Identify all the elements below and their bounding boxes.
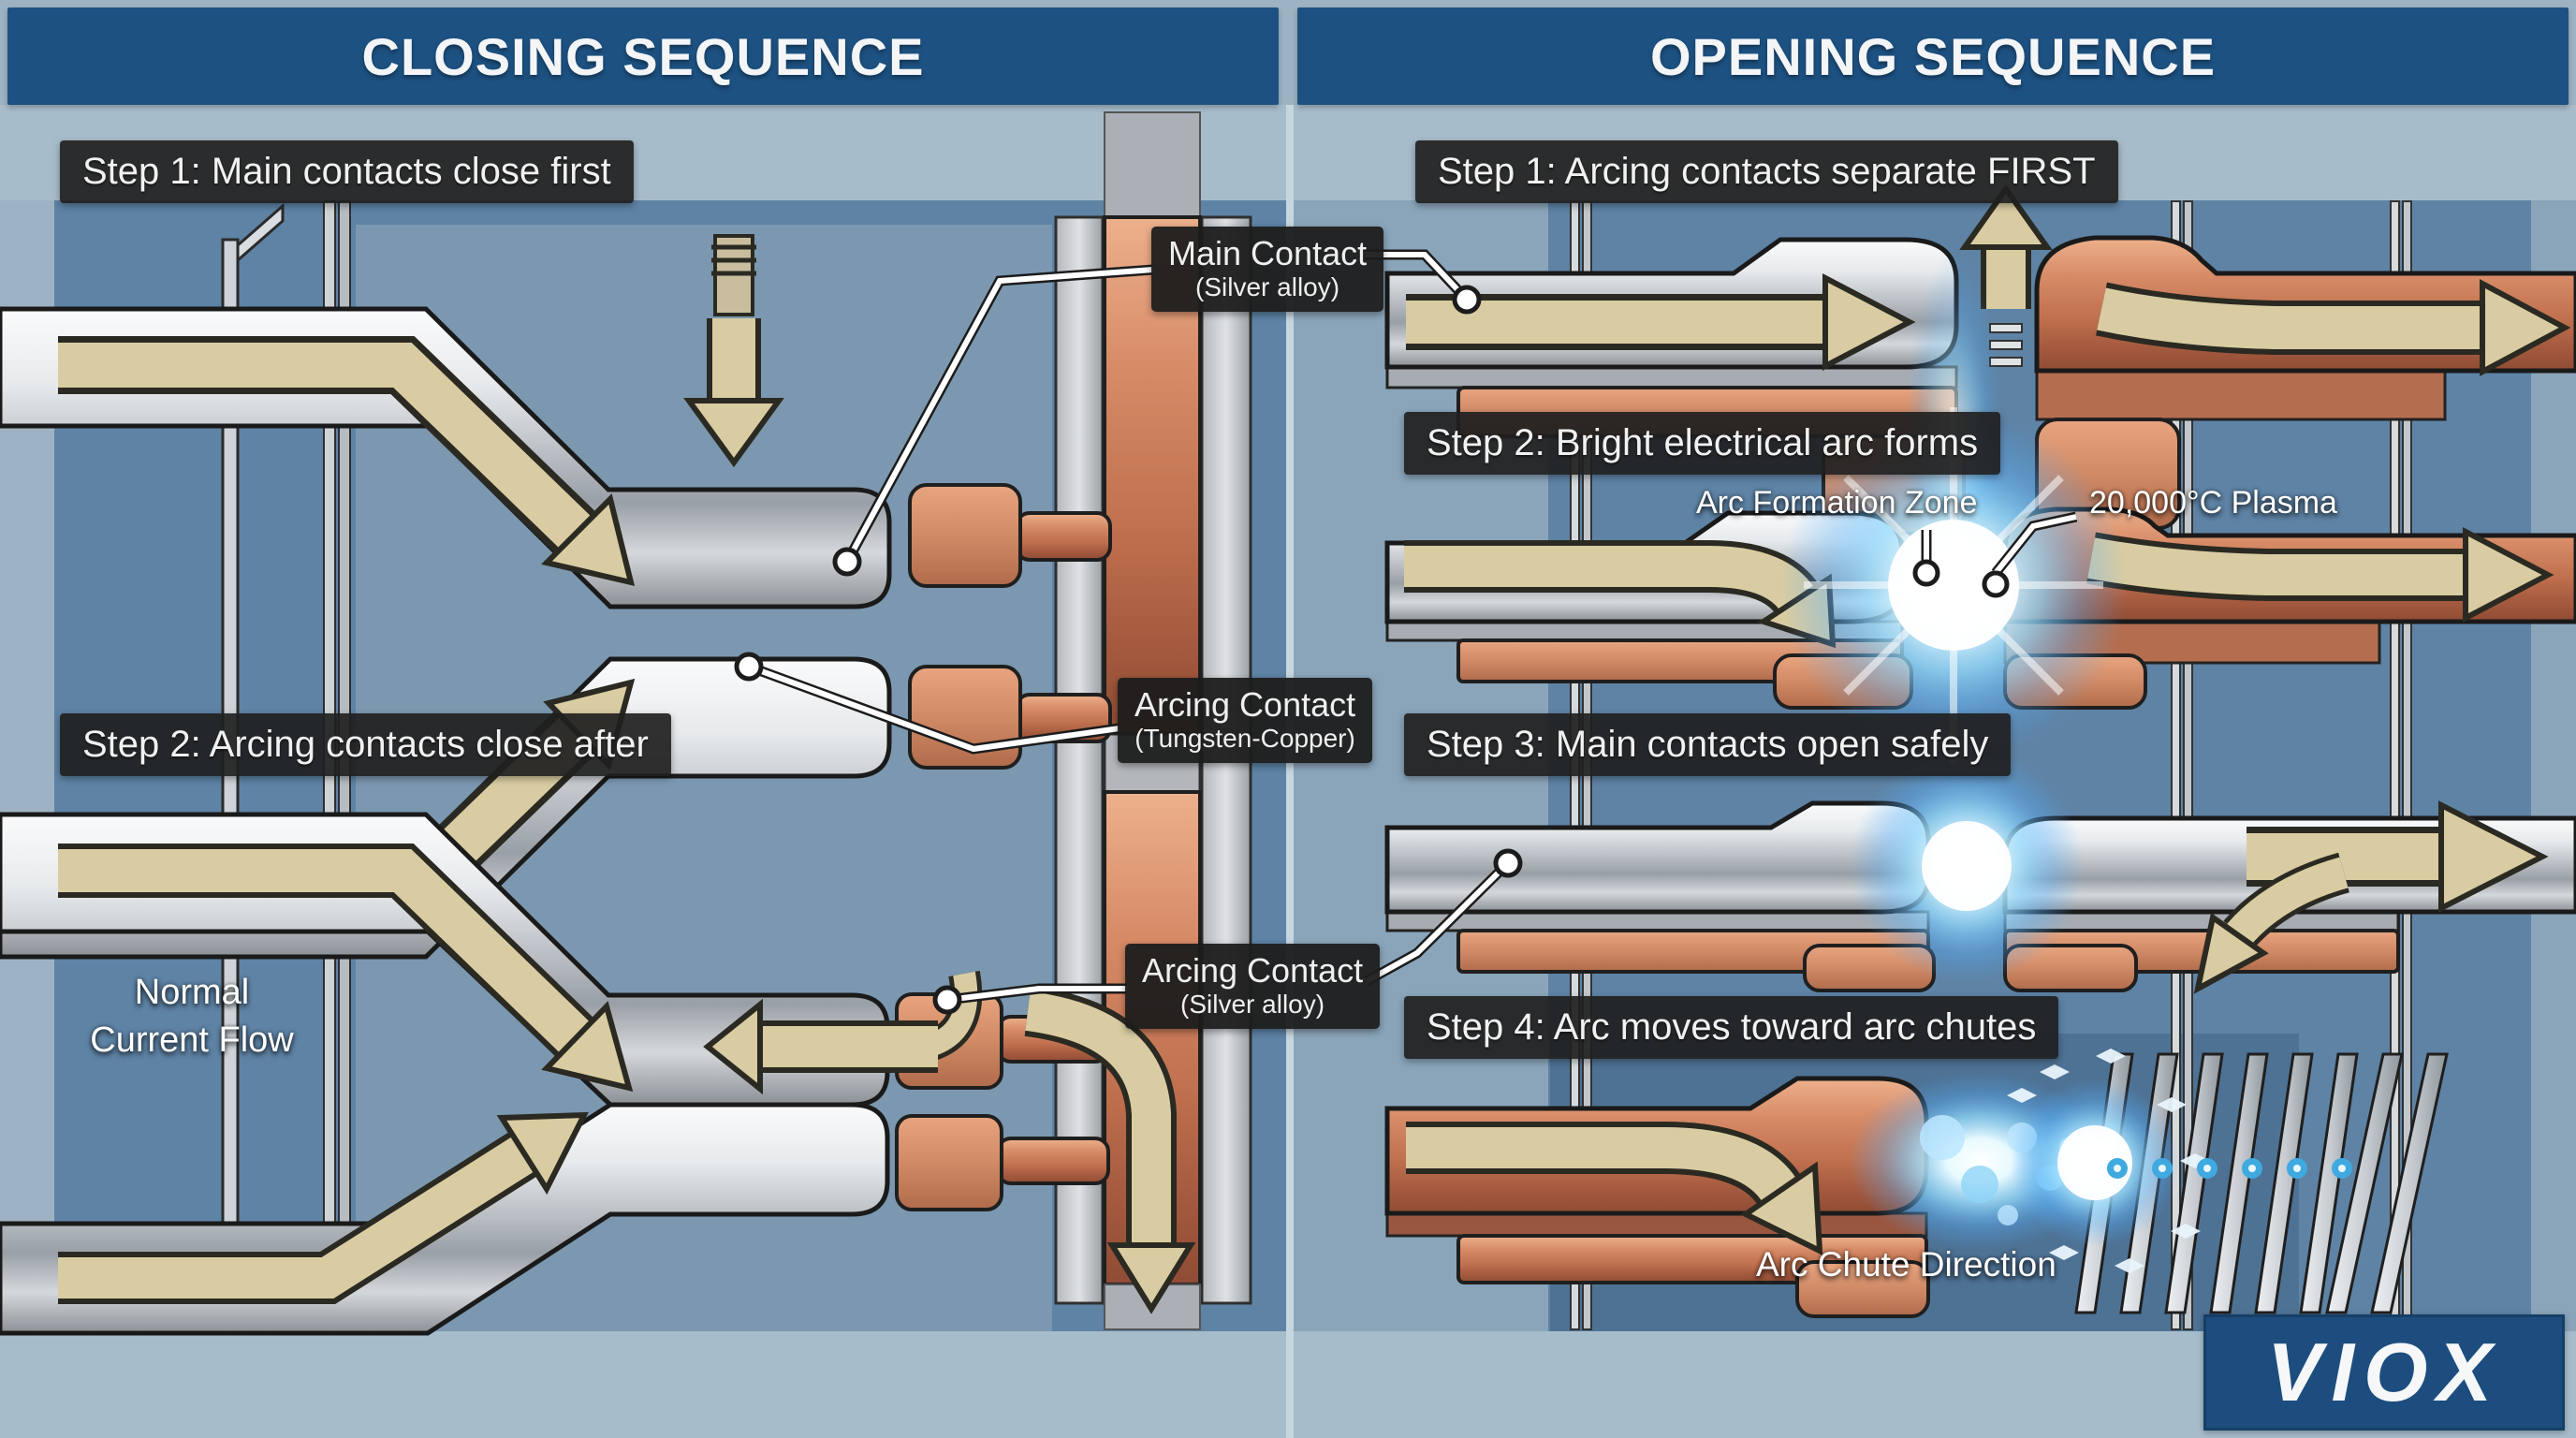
plasma-temperature-label: 20,000°C Plasma [2089, 485, 2337, 521]
contact-pad [908, 665, 1022, 770]
bus-flow-arrow-icon [1106, 1242, 1196, 1314]
arc-sparks [2007, 1049, 2210, 1273]
arcing-contact-fixed-material: (Tungsten-Copper) [1134, 724, 1355, 754]
arc-chute-plate [2370, 1052, 2449, 1314]
opening-step1-illustration [1384, 183, 2576, 536]
main-contact-name: Main Contact [1168, 234, 1368, 272]
branch-arrow-icon [2227, 857, 2349, 946]
normal-current-flow-label: Normal Current Flow [90, 973, 294, 1061]
closing-step2-illustration [0, 812, 1196, 1336]
callout-line [1365, 252, 1470, 302]
return-arrow-icon [703, 998, 763, 1095]
flow-arrow-icon [541, 493, 636, 587]
main-contact-material: (Silver alloy) [1195, 272, 1340, 302]
flow-arrow-icon [58, 1136, 535, 1299]
closing-panel-structure [221, 111, 1252, 1330]
callout-line [1365, 860, 1511, 984]
arc-core [1922, 821, 2012, 911]
flow-arrow-icon [1822, 273, 1916, 371]
opening-step4-label: Step 4: Arc moves toward arc chutes [1404, 996, 2059, 1059]
flow-arrow-icon [2087, 537, 2466, 595]
brand-logo: VIOX [2266, 1326, 2502, 1418]
under-strip [1385, 1211, 1928, 1238]
flow-arrow-icon [1740, 1161, 1823, 1255]
rail [2171, 200, 2181, 1330]
under-strip [1385, 910, 1930, 932]
mounting-bracket [236, 202, 285, 264]
down-arrow-icon [683, 398, 784, 468]
arc-chute-direction-label: Arc Chute Direction [1756, 1245, 2056, 1284]
flow-arrow-icon [496, 1111, 589, 1196]
callout-dot [1912, 559, 1940, 587]
panel-divider [1286, 105, 1294, 1438]
callout-lines [734, 249, 2078, 1015]
callout-line [946, 986, 1127, 1003]
callout-dot [932, 985, 962, 1015]
bus-flow-arrow-icon [1025, 991, 1171, 1245]
callout-line [747, 664, 1120, 753]
flow-arrow-icon [58, 849, 592, 1055]
rail [1054, 215, 1105, 1305]
callout-dot [734, 652, 764, 682]
flow-arrow-icon [2438, 800, 2549, 913]
flow-arrow-icon [2097, 287, 2482, 349]
flow-arrow-icon [2480, 278, 2571, 377]
flow-arrow-icon [58, 343, 594, 552]
arc-core [2057, 1125, 2132, 1200]
arc-chute-plate [2209, 1052, 2269, 1314]
dashed-screw-icon [1989, 323, 2023, 333]
callout-dot [1493, 848, 1523, 878]
arcing-finger [1795, 1260, 1930, 1318]
arcing-contact-moving-name: Arcing Contact [1142, 951, 1364, 990]
arcing-contact-fixed-name: Arcing Contact [1134, 685, 1356, 724]
brand-logo-box: VIOX [2203, 1314, 2565, 1431]
closing-sequence-title: CLOSING SEQUENCE [361, 26, 925, 86]
opening-sequence-header: OPENING SEQUENCE [1297, 7, 2569, 105]
main-contact-callout: Main Contact (Silver alloy) [1151, 227, 1384, 312]
opening-step4-illustration [1384, 1049, 2449, 1318]
callout-dot [832, 547, 862, 577]
up-arrow-icon [1959, 183, 2053, 250]
rail [2183, 200, 2193, 1330]
arc-formation-zone-label: Arc Formation Zone [1696, 485, 1978, 521]
arcing-contact-fixed-callout: Arcing Contact (Tungsten-Copper) [1118, 678, 1373, 763]
opening-panel-right-column [2531, 200, 2576, 1331]
closing-sequence-header: CLOSING SEQUENCE [7, 7, 1279, 105]
flow-arrow-icon [1406, 1127, 1796, 1202]
opening-step3-illustration [1384, 749, 2576, 994]
under-strip [2035, 369, 2447, 421]
closing-step2-label: Step 2: Arcing contacts close after [60, 713, 671, 776]
arc-split-dots [2107, 1158, 2352, 1179]
opening-step2-label: Step 2: Bright electrical arc forms [1404, 412, 2001, 475]
arc-core [1888, 520, 2019, 651]
opening-step3-label: Step 3: Main contacts open safely [1404, 713, 2012, 776]
rail-tab [1104, 111, 1201, 218]
arc-chute-plate [2254, 1052, 2314, 1314]
contact-pad [1015, 511, 1112, 562]
flow-arrow-icon [541, 1001, 634, 1093]
contact-pad [895, 1114, 1003, 1211]
arcing-contact-moving-callout: Arcing Contact (Silver alloy) [1125, 944, 1381, 1029]
closing-step1-label: Step 1: Main contacts close first [60, 140, 634, 203]
contact-pad [996, 1137, 1110, 1185]
under-strip [1385, 365, 1958, 389]
arc-chute-plate [2325, 1052, 2404, 1314]
branch-arrow-icon [2193, 912, 2269, 994]
opening-step1-label: Step 1: Arcing contacts separate FIRST [1415, 140, 2118, 203]
arc-chute-plate [2299, 1052, 2359, 1314]
callout-dot [1982, 570, 2010, 598]
arcing-contact-moving-material: (Silver alloy) [1180, 990, 1325, 1020]
callout-line [844, 267, 1154, 564]
arc-chute-plate [2164, 1052, 2224, 1314]
callout-line [1993, 514, 2077, 575]
opening-sequence-title: OPENING SEQUENCE [1649, 26, 2217, 86]
flow-arrow-icon [2463, 527, 2554, 623]
callout-dot [1452, 285, 1482, 315]
contact-pad [908, 483, 1022, 588]
